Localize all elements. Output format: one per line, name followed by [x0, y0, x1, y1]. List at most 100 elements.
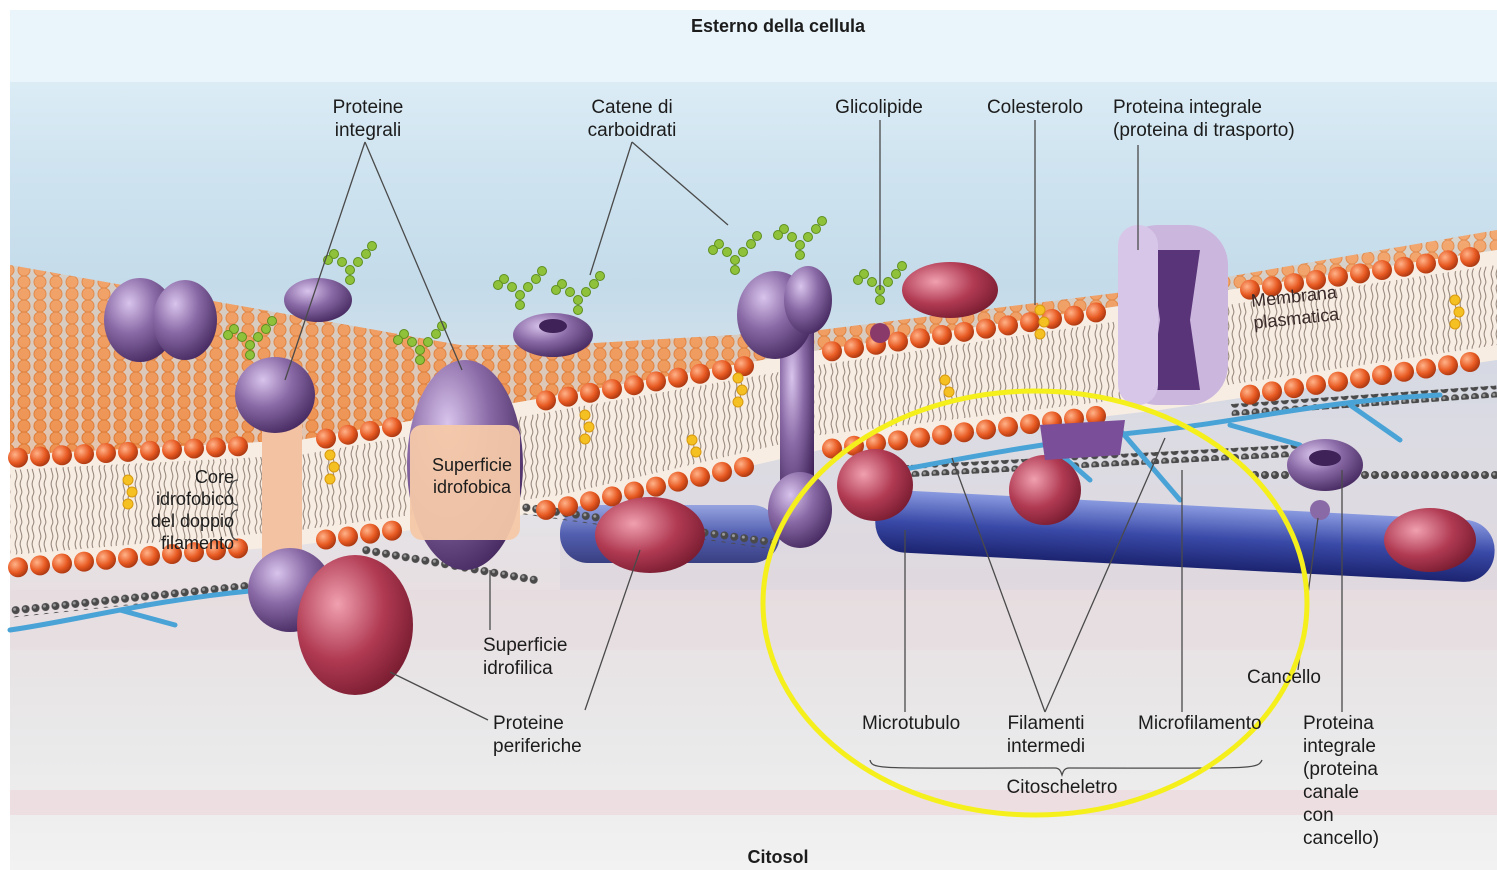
phospholipid-head: [602, 379, 622, 399]
phospholipid-head: [316, 429, 336, 449]
label-superficie-idrofobica: Superficie idrofobica: [432, 454, 512, 498]
phospholipid-head: [382, 521, 402, 541]
label-line: Catene di: [588, 96, 677, 119]
phospholipid-head: [1262, 381, 1282, 401]
phospholipid-head: [888, 430, 908, 450]
label-line: Core: [142, 466, 234, 488]
phospholipid-head: [712, 360, 732, 380]
phospholipid-head: [360, 524, 380, 544]
label-microtubulo: Microtubulo: [862, 712, 960, 735]
phospholipid-head: [118, 548, 138, 568]
label-line: carboidrati: [588, 119, 677, 142]
label-catene-carboidrati: Catene di carboidrati: [588, 96, 677, 142]
phospholipid-head: [690, 364, 710, 384]
phospholipid-head: [1086, 302, 1106, 322]
phospholipid-head: [316, 530, 336, 550]
phospholipid-head: [910, 328, 930, 348]
phospholipid-head: [976, 319, 996, 339]
band-low: [10, 790, 1497, 815]
phospholipid-head: [162, 440, 182, 460]
label-line: Proteina integrale: [1113, 96, 1295, 119]
phospholipid-head: [712, 462, 732, 482]
phospholipid-head: [954, 322, 974, 342]
phospholipid-head: [360, 421, 380, 441]
phospholipid-head: [580, 491, 600, 511]
label-proteina-canale: Proteina integrale (proteina canale con …: [1303, 712, 1379, 850]
label-line: idrofobica: [432, 476, 512, 498]
label-glicolipide: Glicolipide: [835, 96, 923, 119]
label-line: integrale: [1303, 735, 1379, 758]
label-line: Superficie: [432, 454, 512, 476]
label-line: filamento: [142, 532, 234, 554]
phospholipid-head: [580, 383, 600, 403]
label-line: canale: [1303, 781, 1379, 804]
phospholipid-head: [558, 387, 578, 407]
phospholipid-head: [30, 446, 50, 466]
phospholipid-head: [1064, 306, 1084, 326]
peripheral-protein-4: [1009, 455, 1081, 525]
surface-protein-small: [284, 278, 352, 322]
transport-protein: [1118, 225, 1228, 405]
label-line: del doppio: [142, 510, 234, 532]
label-line: idrofobico: [142, 488, 234, 510]
label-line: Proteine: [333, 96, 404, 119]
label-line: (proteina: [1303, 758, 1379, 781]
phospholipid-head: [1350, 368, 1370, 388]
phospholipid-head: [1372, 260, 1392, 280]
phospholipid-head: [844, 338, 864, 358]
phospholipid-head: [8, 448, 28, 468]
phospholipid-head: [1020, 414, 1040, 434]
phospholipid-head: [96, 550, 116, 570]
label-citoscheletro: Citoscheletro: [1007, 776, 1118, 799]
label-proteina-trasporto: Proteina integrale (proteina di trasport…: [1113, 96, 1295, 142]
phospholipid-head: [1460, 247, 1480, 267]
phospholipid-head: [690, 467, 710, 487]
phospholipid-head: [74, 444, 94, 464]
label-proteine-integrali: Proteine integrali: [333, 96, 404, 142]
phospholipid-head: [976, 419, 996, 439]
phospholipid-head: [822, 341, 842, 361]
phospholipid-head: [932, 425, 952, 445]
phospholipid-head: [338, 527, 358, 547]
label-line: intermedi: [1007, 735, 1085, 758]
phospholipid-head: [646, 371, 666, 391]
label-line: con: [1303, 804, 1379, 827]
phospholipid-head: [338, 425, 358, 445]
label-superficie-idrofilica: Superficie idrofilica: [483, 634, 568, 680]
phospholipid-head: [646, 477, 666, 497]
phospholipid-head: [140, 441, 160, 461]
peripheral-protein-2: [595, 497, 705, 573]
phospholipid-head: [74, 552, 94, 572]
phospholipid-head: [624, 375, 644, 395]
label-microfilamento: Microfilamento: [1138, 712, 1262, 735]
phospholipid-head: [118, 442, 138, 462]
phospholipid-head: [1306, 375, 1326, 395]
label-membrana-plasmatica: Membrana plasmatica: [1250, 281, 1340, 334]
phospholipid-head: [932, 325, 952, 345]
phospholipid-head: [1350, 263, 1370, 283]
phospholipid-head: [30, 555, 50, 575]
phospholipid-head: [668, 472, 688, 492]
phospholipid-head: [1240, 385, 1260, 405]
label-line: cancello): [1303, 827, 1379, 850]
phospholipid-head: [206, 437, 226, 457]
microfilament-5: [1250, 470, 1497, 480]
phospholipid-head: [1438, 355, 1458, 375]
phospholipid-head: [536, 500, 556, 520]
surface-protein-ring: [513, 313, 593, 357]
label-core-idrofobico: Core idrofobico del doppio filamento: [142, 466, 234, 554]
phospholipid-head: [1020, 312, 1040, 332]
phospholipid-head: [536, 390, 556, 410]
peripheral-protein-6: [902, 262, 998, 318]
phospholipid-head: [96, 443, 116, 463]
phospholipid-head: [1416, 254, 1436, 274]
channel-protein-under: [1040, 420, 1125, 460]
phospholipid-head: [52, 445, 72, 465]
label-line: periferiche: [493, 735, 582, 758]
phospholipid-head: [1438, 250, 1458, 270]
label-line: Superficie: [483, 634, 568, 657]
phospholipid-head: [668, 368, 688, 388]
label-line: integrali: [333, 119, 404, 142]
label-line: Proteina: [1303, 712, 1379, 735]
label-line: Proteine: [493, 712, 582, 735]
